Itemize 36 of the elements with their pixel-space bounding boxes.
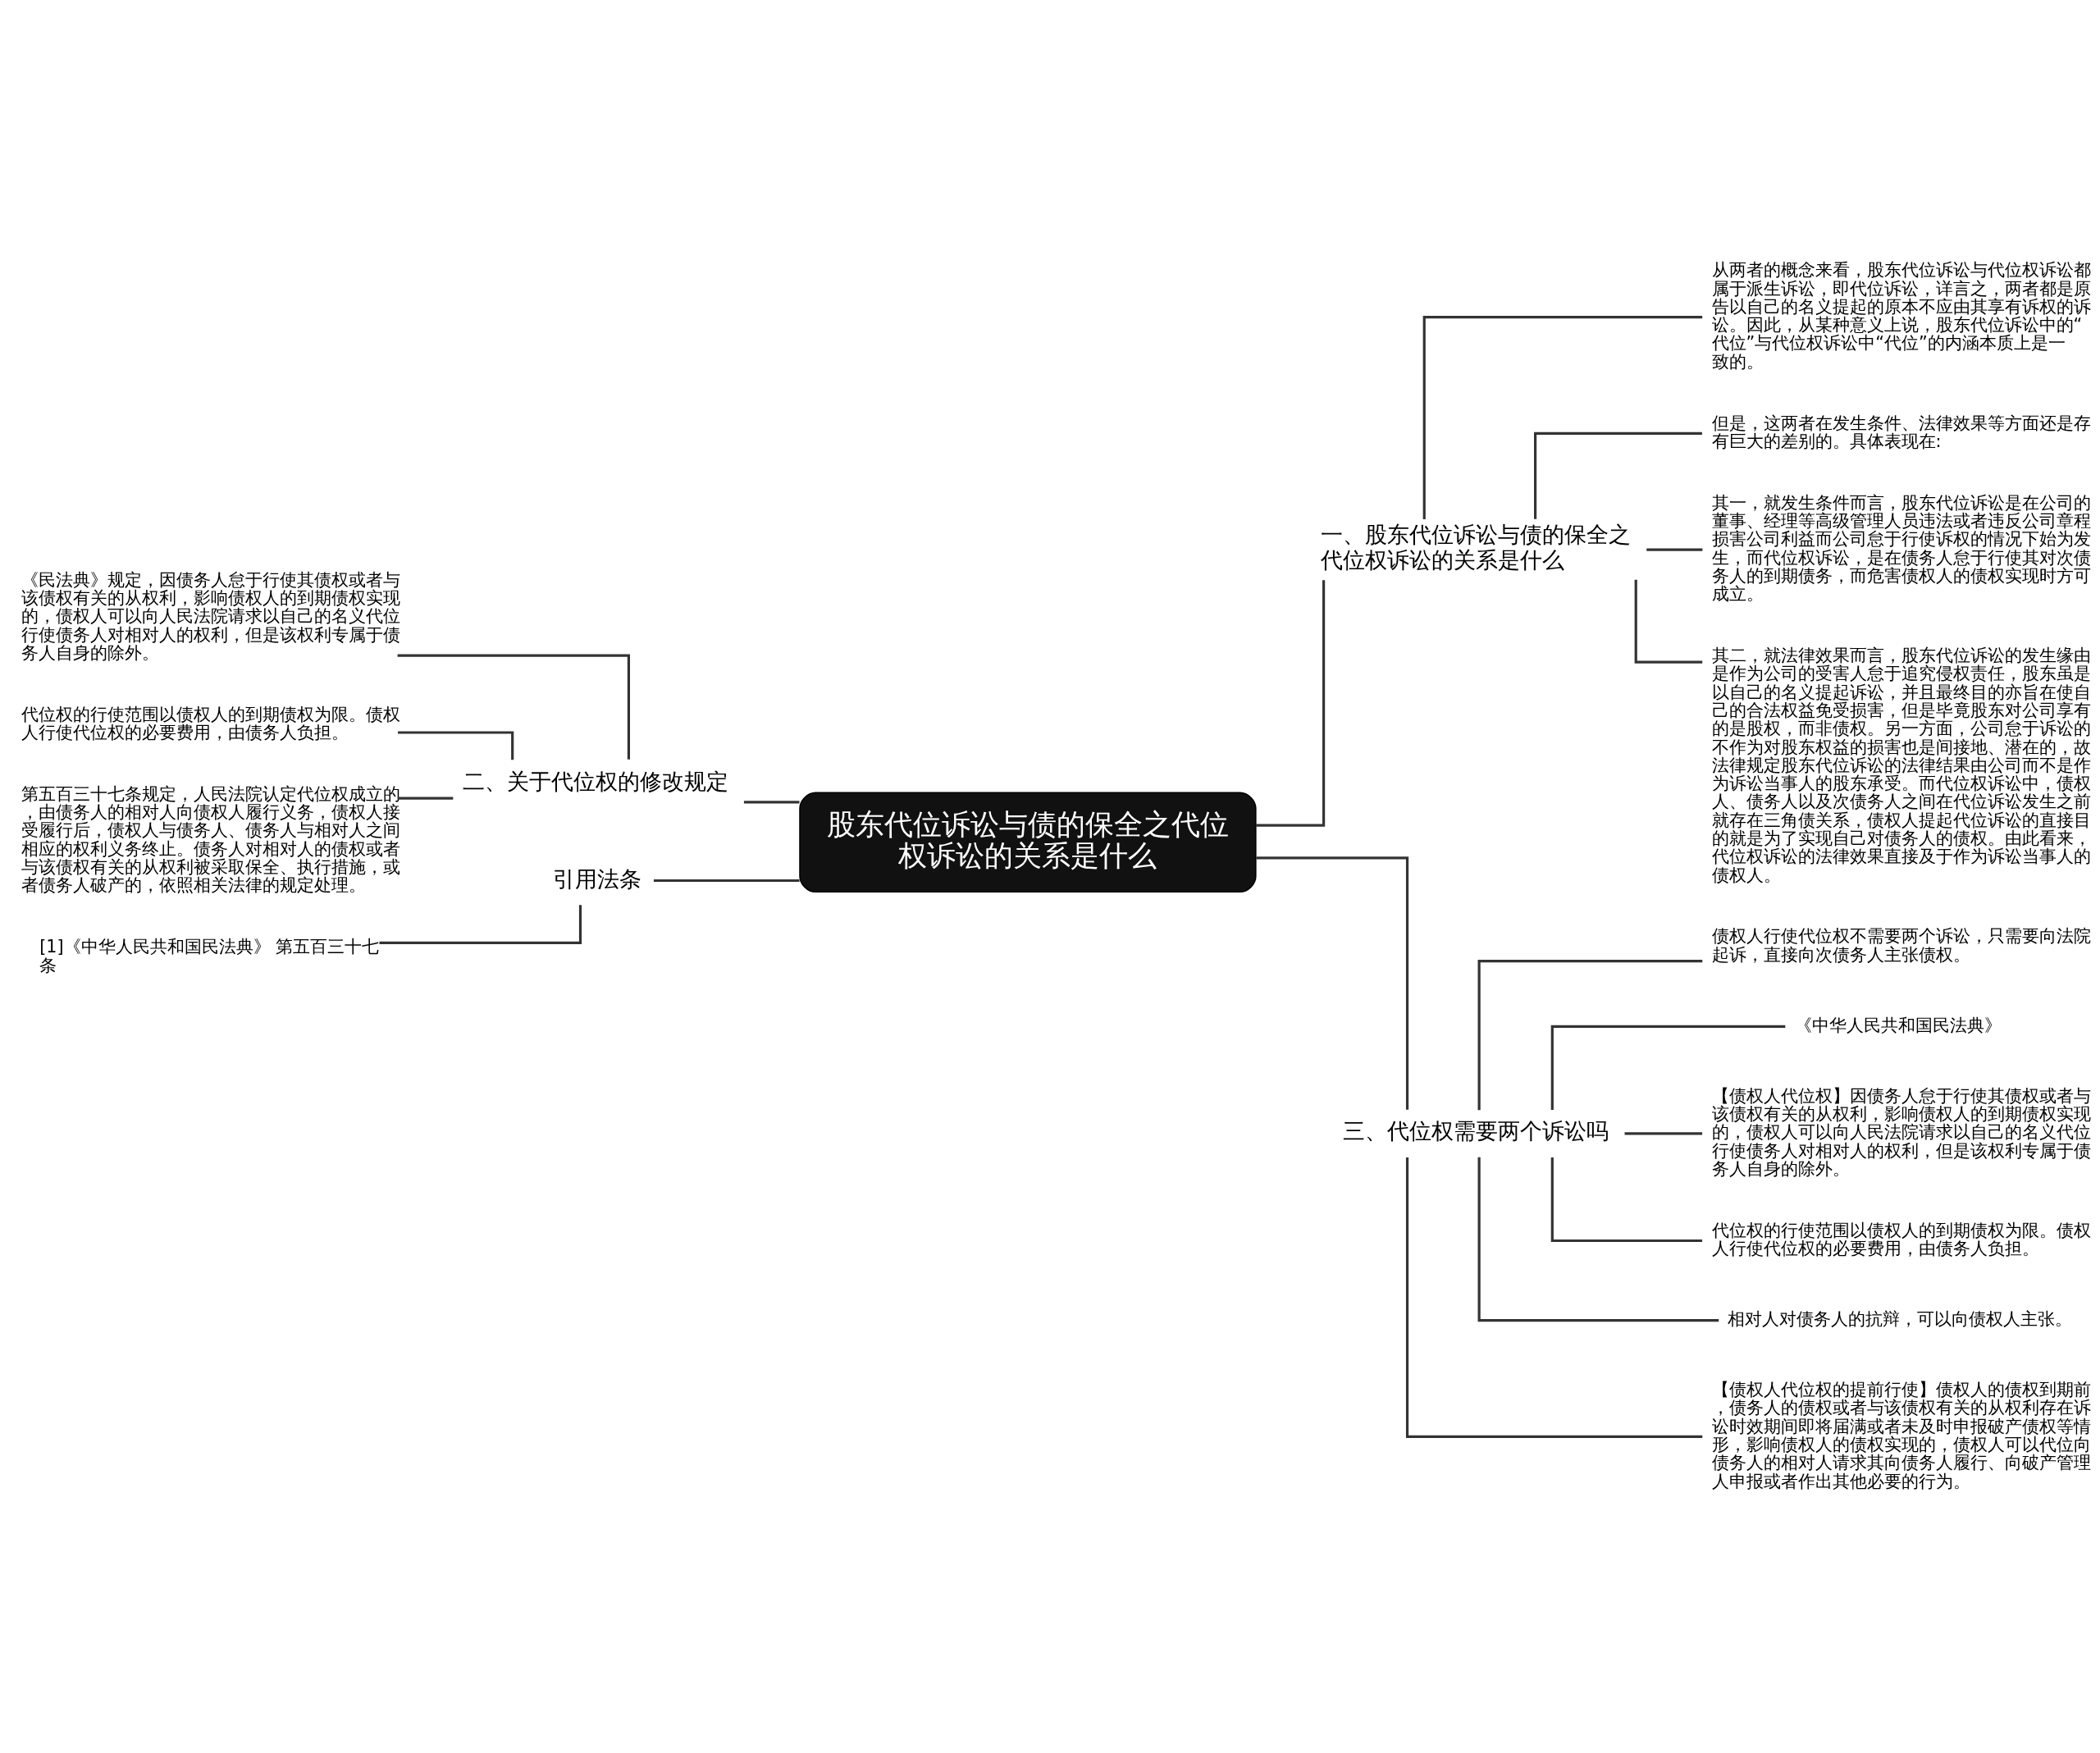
connector — [1534, 431, 1702, 519]
connector — [1550, 1157, 1703, 1242]
node-text: 代位权的行使范围以债权人的到期债权为限。债权人行使代位权的必要费用，由债务人负担。 — [21, 704, 400, 742]
node-text: 引用法条 — [553, 865, 642, 892]
connector — [397, 654, 630, 760]
connector — [1422, 315, 1703, 519]
node-text: 《民法典》规定，因债务人怠于行使其债权或者与该债权有关的从权利，影响债权人的到期债权实现的，债权人可以向人民法院请求以自己的名义代位行使债务人对相对人的权利，但是该权利专属于债务人自身的除外。 — [21, 569, 400, 663]
node-text: 代位权的行使范围以债权人的到期债权为限。债权人行使代位权的必要费用，由债务人负担。 — [1711, 1220, 2091, 1258]
node-box: 股东代位诉讼与债的保全之代位权诉讼的关系是什么 — [799, 792, 1257, 892]
connector — [1255, 579, 1326, 827]
node-text: 三、代位权需要两个诉讼吗 — [1343, 1117, 1609, 1144]
connector — [653, 879, 800, 882]
connector — [1405, 1157, 1703, 1438]
node-text: 二、关于代位权的修改规定 — [463, 768, 729, 794]
connector — [1477, 959, 1703, 1110]
connector — [743, 800, 800, 804]
node-text: 《中华人民共和国民法典》 — [1794, 1015, 2002, 1035]
connector — [1256, 856, 1409, 1110]
node-text: 【债权人代位权】因债务人怠于行使其债权或者与该债权有关的从权利，影响债权人的到期债权实现的，债权人可以向人民法院请求以自己的名义代位行使债务人对相对人的权利，但是该权利专属于债务人自身的除外。 — [1711, 1085, 2091, 1179]
node-text: 相对人对债务人的抗辩，可以向债权人主张。 — [1728, 1308, 2073, 1329]
connector — [397, 797, 454, 800]
node-text: 一、股东代位诉讼与债的保全之代位权诉讼的关系是什么 — [1321, 521, 1632, 573]
node-text: 债权人行使代位权不需要两个诉讼，只需要向法院起诉，直接向次债务人主张债权。 — [1711, 925, 2091, 965]
node-text: 其二，就法律效果而言，股东代位诉讼的发生缘由是作为公司的受害人怠于追究侵权责任，股东虽是以自己的名义提起诉讼，并且最终目的亦旨在使自己的合法权益免受损害，但是毕竟股东对公司享有的是股权，而非债权。另一方面，公司怠于诉讼的不作为对股东权益的损害也是间接地、潜在的，故法律规定股东代位诉讼的法律结果由公司而不是作为诉讼当事人的股东承受。而代位权诉讼中，债权人、债务人以及次债务人之间在代位诉讼发生之前就存在三角债关系，债权人提起代位诉讼的直接目的就是为了实现自己对债务人的债权。由此看来，代位权诉讼的法律效果直接及于作为诉讼当事人的债权人。 — [1711, 645, 2091, 885]
connector — [1634, 579, 1703, 664]
node-text: 从两者的概念来看，股东代位诉讼与代位权诉讼都属于派生诉讼，即代位诉讼，详言之，两者都是原告以自己的名义提起的原本不应由其享有诉权的诉讼。因此，从某种意义上说，股东代位诉讼中的“代位”与代位权诉讼中“代位”的内涵本质上是一致的。 — [1711, 259, 2091, 372]
connector — [379, 904, 582, 944]
connector — [1624, 1131, 1703, 1134]
connector — [1477, 1157, 1719, 1322]
node-text: [1]《中华人民共和国民法典》 第五百三十七条 — [39, 936, 380, 975]
connector — [1550, 1025, 1786, 1110]
connector — [1646, 548, 1703, 551]
node-text: 但是，这两者在发生条件、法律效果等方面还是存有巨大的差别的。具体表现在: — [1711, 413, 2091, 451]
node-text: 第五百三十七条规定，人民法院认定代位权成立的，由债务人的相对人向债权人履行义务，债权人接受履行后，债权人与债务人、债务人与相对人之间相应的权利义务终止。债务人对相对人的债权或者与该债权有关的从权利被采取保全、执行措施，或者债务人破产的，依照相关法律的规定处理。 — [21, 783, 400, 895]
node-text: 【债权人代位权的提前行使】债权人的债权到期前，债务人的债权或者与该债权有关的从权利存在诉讼时效期间即将届满或者未及时申报破产债权等情形，影响债权人的债权实现的，债权人可以代位向债务人的相对人请求其向债务人履行、向破产管理人申报或者作出其他必要的行为。 — [1711, 1379, 2091, 1491]
node-text: 其一，就发生条件而言，股东代位诉讼是在公司的董事、经理等高级管理人员违法或者违反公司章程损害公司利益而公司怠于行使诉权的情况下始为发生，而代位权诉讼，是在债务人怠于行使其对次债务人的到期债务，而危害债权人的债权实现时方可成立。 — [1711, 492, 2091, 604]
